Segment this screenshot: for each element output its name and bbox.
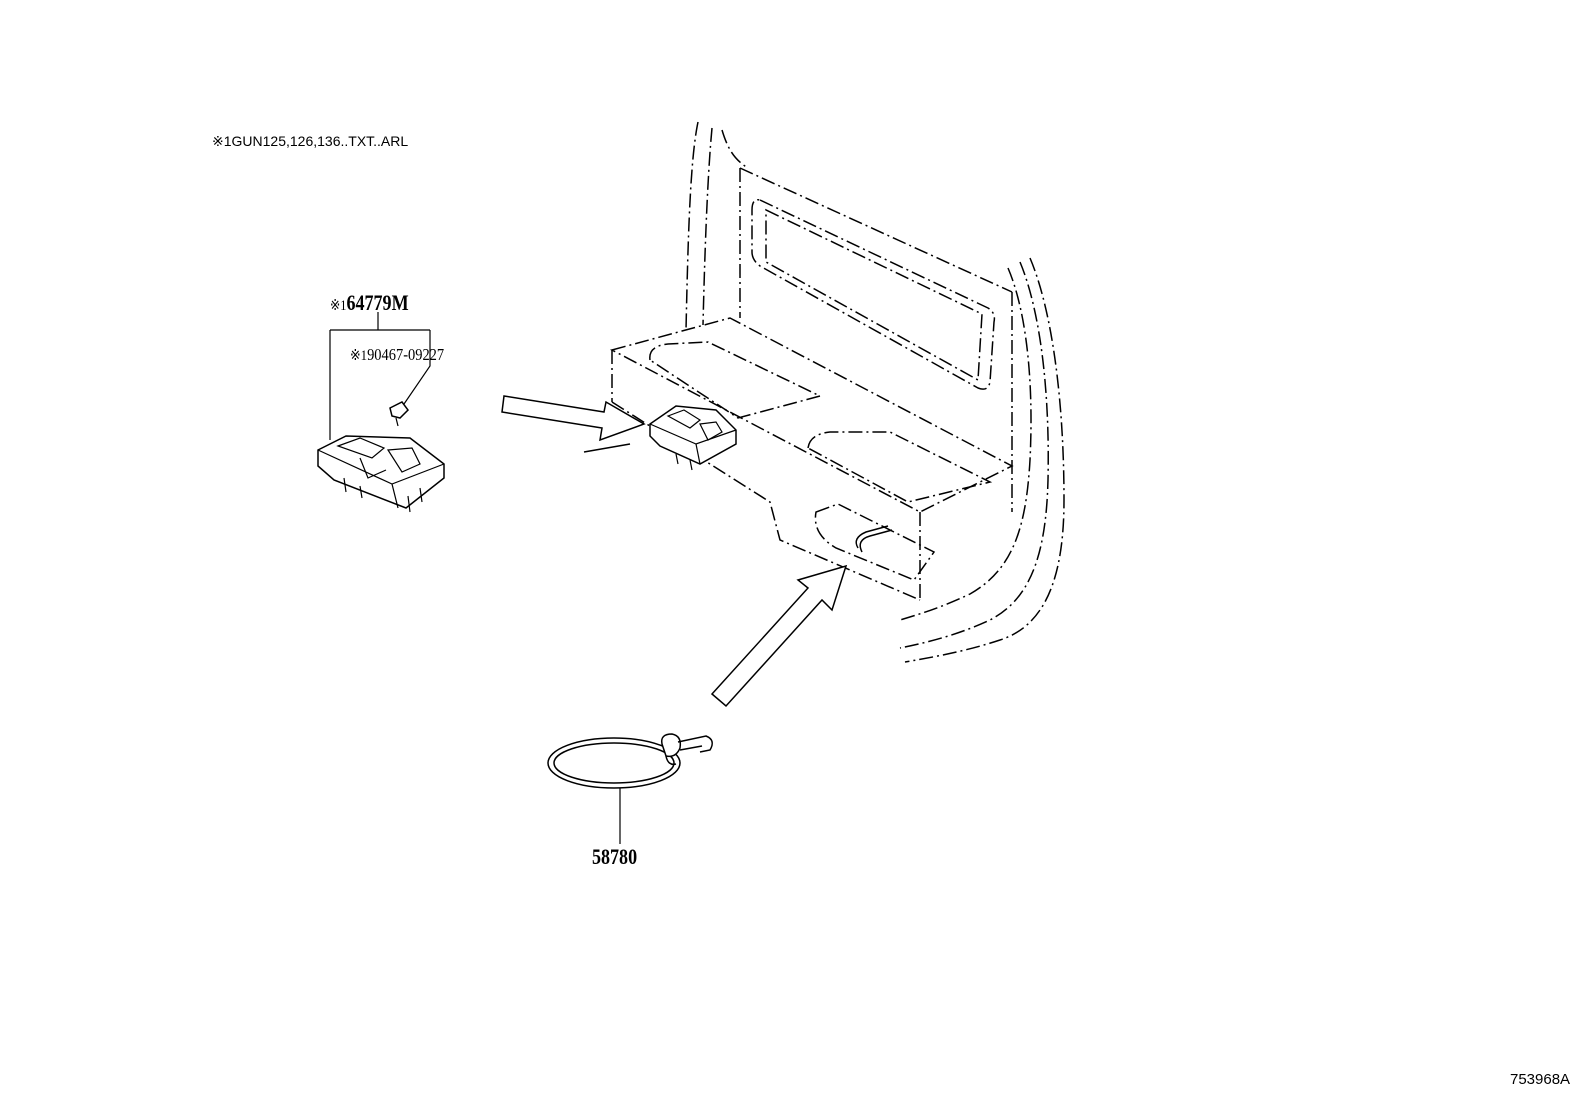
diagram-reference-code: 753968A bbox=[1510, 1071, 1571, 1088]
installed-bracket bbox=[649, 405, 737, 471]
clip-90467-09227 bbox=[389, 401, 409, 427]
seat-storage-tray bbox=[609, 317, 1014, 601]
arrow-to-hook bbox=[710, 564, 848, 708]
part-number: 58780 bbox=[592, 844, 638, 869]
part-mark: ※1 bbox=[350, 348, 368, 364]
bracket-64779m bbox=[317, 435, 445, 513]
part-number: 64779M bbox=[346, 290, 409, 315]
applicability-note: ※1GUN125,126,136..TXT..ARL bbox=[212, 133, 409, 149]
part-label-90467-09227: ※190467-09227 bbox=[350, 346, 444, 364]
cord-58780 bbox=[547, 733, 713, 789]
part-label-58780: 58780 bbox=[592, 846, 637, 868]
part-label-64779m: ※164779M bbox=[330, 292, 409, 314]
leader-lines-upper bbox=[329, 312, 431, 440]
installed-hook bbox=[855, 525, 893, 553]
arrow-to-bracket bbox=[501, 395, 646, 453]
part-mark: ※1 bbox=[330, 298, 347, 314]
part-number: 90467-09227 bbox=[367, 345, 445, 364]
vehicle-body-outline bbox=[685, 121, 1065, 663]
